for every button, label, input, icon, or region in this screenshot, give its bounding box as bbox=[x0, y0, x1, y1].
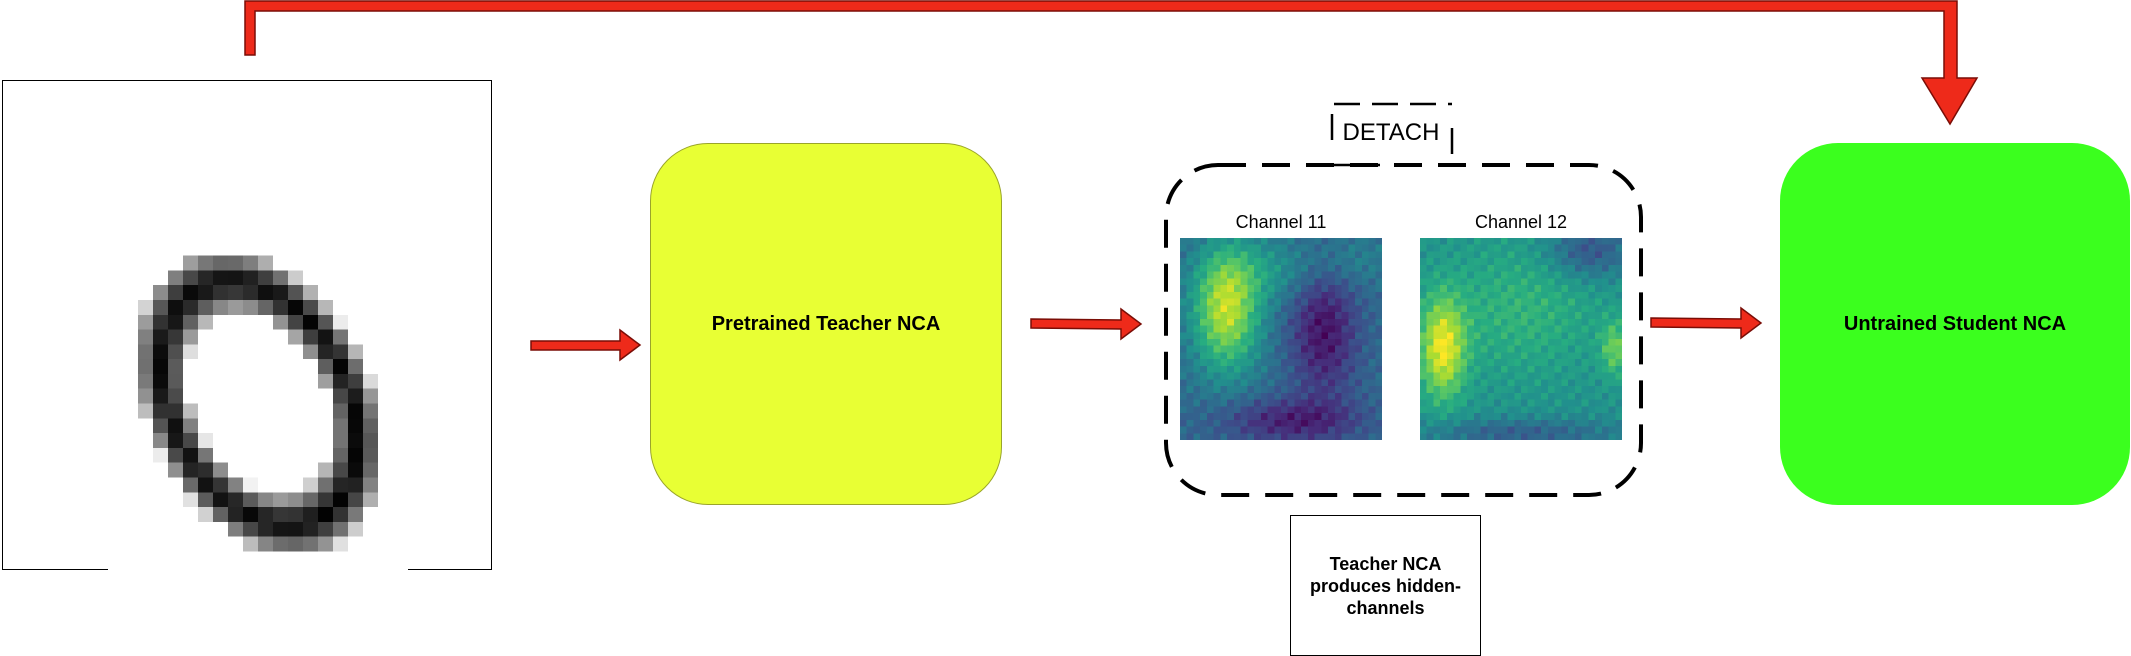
channel-12-heatmap bbox=[1420, 238, 1622, 440]
channel-12-label: Channel 12 bbox=[1474, 212, 1568, 232]
arrow-input-to-student bbox=[244, 0, 1979, 126]
input-digit-image bbox=[108, 226, 408, 581]
student-nca-box: Untrained Student NCA bbox=[1780, 143, 2130, 505]
arrow-input-to-teacher bbox=[530, 328, 642, 362]
detach-label: DETACH bbox=[1342, 119, 1440, 146]
teacher-nca-box: Pretrained Teacher NCA bbox=[650, 143, 1002, 505]
channel-11-heatmap bbox=[1180, 238, 1382, 440]
student-nca-label: Untrained Student NCA bbox=[1843, 312, 2067, 335]
teacher-note-box: Teacher NCA produces hidden-channels bbox=[1290, 515, 1481, 656]
input-digit-frame bbox=[2, 80, 492, 581]
arrow-channels-to-student bbox=[1650, 306, 1763, 340]
arrow-teacher-to-channels bbox=[1030, 307, 1143, 341]
teacher-note-label: Teacher NCA produces hidden-channels bbox=[1309, 553, 1461, 618]
teacher-nca-label: Pretrained Teacher NCA bbox=[711, 312, 941, 335]
channel-11-label: Channel 11 bbox=[1235, 212, 1327, 232]
